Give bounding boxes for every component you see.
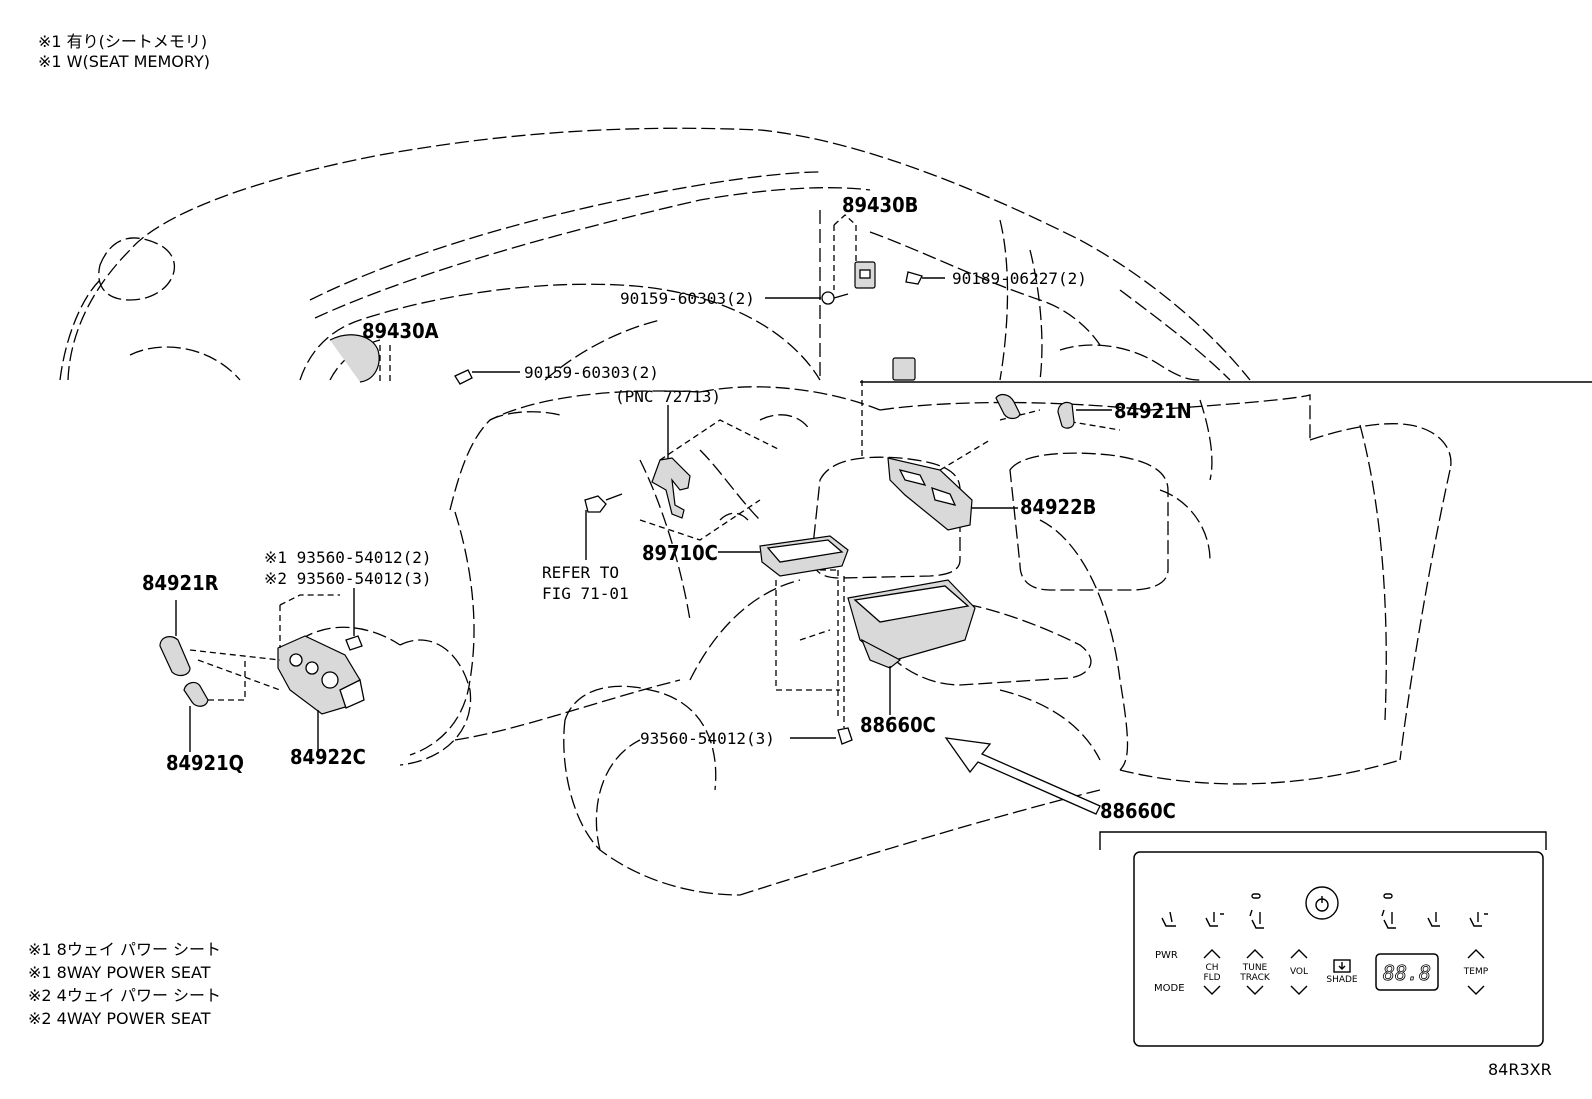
footer-note-1: ※1 8ウェイ パワー シート <box>28 940 222 959</box>
footer-note-2: ※1 8WAY POWER SEAT <box>28 963 211 982</box>
control-panel: PWR MODE CH FLD TUNE TRACK VOL SHADE 88.… <box>1133 851 1544 1047</box>
part-sensor-bracket <box>892 357 916 381</box>
vol-up-icon <box>1290 949 1308 959</box>
label-84921R: 84921R <box>142 571 219 595</box>
part-84921N <box>1057 401 1112 429</box>
screw-90159-lower <box>454 369 520 385</box>
label-89710C: 89710C <box>642 541 718 565</box>
fld-label: FLD <box>1203 973 1220 983</box>
part-89710C <box>718 535 849 577</box>
part-89430B-body <box>833 214 876 290</box>
label-90189-06227: 90189-06227(2) <box>952 269 1087 288</box>
label-84922C: 84922C <box>290 745 366 769</box>
part-84921Q <box>183 659 281 752</box>
label-84921N: 84921N <box>1114 399 1192 423</box>
footer-note-3: ※2 4ウェイ パワー シート <box>28 986 222 1005</box>
tune-label: TUNE <box>1242 963 1268 973</box>
label-84921Q: 84921Q <box>166 751 244 775</box>
seat-heat-icon-right <box>1381 893 1396 929</box>
label-90159-60303-upper: 90159-60303(2) <box>620 289 755 308</box>
label-89430B: 89430B <box>842 193 918 217</box>
tune-down-icon <box>1246 985 1264 995</box>
label-93560-note2: ※2 93560-54012(3) <box>264 569 432 588</box>
bolt-refer <box>584 493 623 560</box>
vol-down-icon <box>1290 985 1308 995</box>
bolt-93560-left <box>279 588 363 651</box>
view-arrow <box>944 737 1101 815</box>
temp-up-icon <box>1467 949 1485 959</box>
part-89430A-body <box>329 334 391 383</box>
bolt-93560-bottom <box>790 576 853 745</box>
seat-slide-icon-left <box>1205 912 1224 927</box>
part-84922C <box>277 635 365 752</box>
footer-note-4: ※2 4WAY POWER SEAT <box>28 1009 211 1028</box>
rear-seat-outline <box>299 380 1452 896</box>
part-84922B <box>887 457 1018 531</box>
label-pnc-72713: (PNC 72713) <box>615 387 721 406</box>
track-label: TRACK <box>1239 973 1271 983</box>
screw-90159-upper <box>765 291 849 305</box>
part-88660C <box>847 579 976 715</box>
panel-pwr-label: PWR <box>1155 950 1178 961</box>
temp-label: TEMP <box>1463 967 1489 977</box>
label-90159-60303-lower: 90159-60303(2) <box>524 363 659 382</box>
drawing-code: 84R3XR <box>1488 1060 1552 1079</box>
seat-heat-icon-left <box>1249 893 1264 929</box>
label-88660C: 88660C <box>860 713 936 737</box>
tune-up-icon <box>1246 949 1264 959</box>
part-knob-left <box>995 393 1021 420</box>
ch-down-icon <box>1203 985 1221 995</box>
vol-label: VOL <box>1290 967 1308 977</box>
temp-display-value: 88.8 <box>1383 961 1431 985</box>
shade-icon <box>1333 959 1351 973</box>
seat-slide-icon-right <box>1469 912 1488 927</box>
label-fig-71-01: FIG 71-01 <box>542 584 629 603</box>
header-note-jp: ※1 有り(シートメモリ) <box>38 32 208 51</box>
part-84921R <box>159 600 281 677</box>
seat-recline-icon-right <box>1427 912 1440 927</box>
seat-recline-icon-left <box>1161 911 1176 927</box>
header-note-en: ※1 W(SEAT MEMORY) <box>38 52 210 71</box>
car-body-outline <box>59 127 1592 383</box>
power-button-icon <box>1305 886 1339 920</box>
temp-display <box>1375 953 1439 991</box>
label-89430A: 89430A <box>362 319 439 343</box>
detail-bracket <box>1099 831 1547 850</box>
shade-label: SHADE <box>1326 975 1358 985</box>
screw-90189 <box>905 271 945 285</box>
label-84922B: 84922B <box>1020 495 1096 519</box>
part-pnc-bracket <box>651 405 691 519</box>
panel-mode-label: MODE <box>1154 983 1185 994</box>
label-88660C-detail: 88660C <box>1100 799 1176 823</box>
ch-label: CH <box>1205 963 1218 973</box>
ch-up-icon <box>1203 949 1221 959</box>
label-93560-bottom: 93560-54012(3) <box>640 729 775 748</box>
temp-down-icon <box>1467 985 1485 995</box>
label-93560-note1: ※1 93560-54012(2) <box>264 548 432 567</box>
label-refer-to: REFER TO <box>542 563 619 582</box>
